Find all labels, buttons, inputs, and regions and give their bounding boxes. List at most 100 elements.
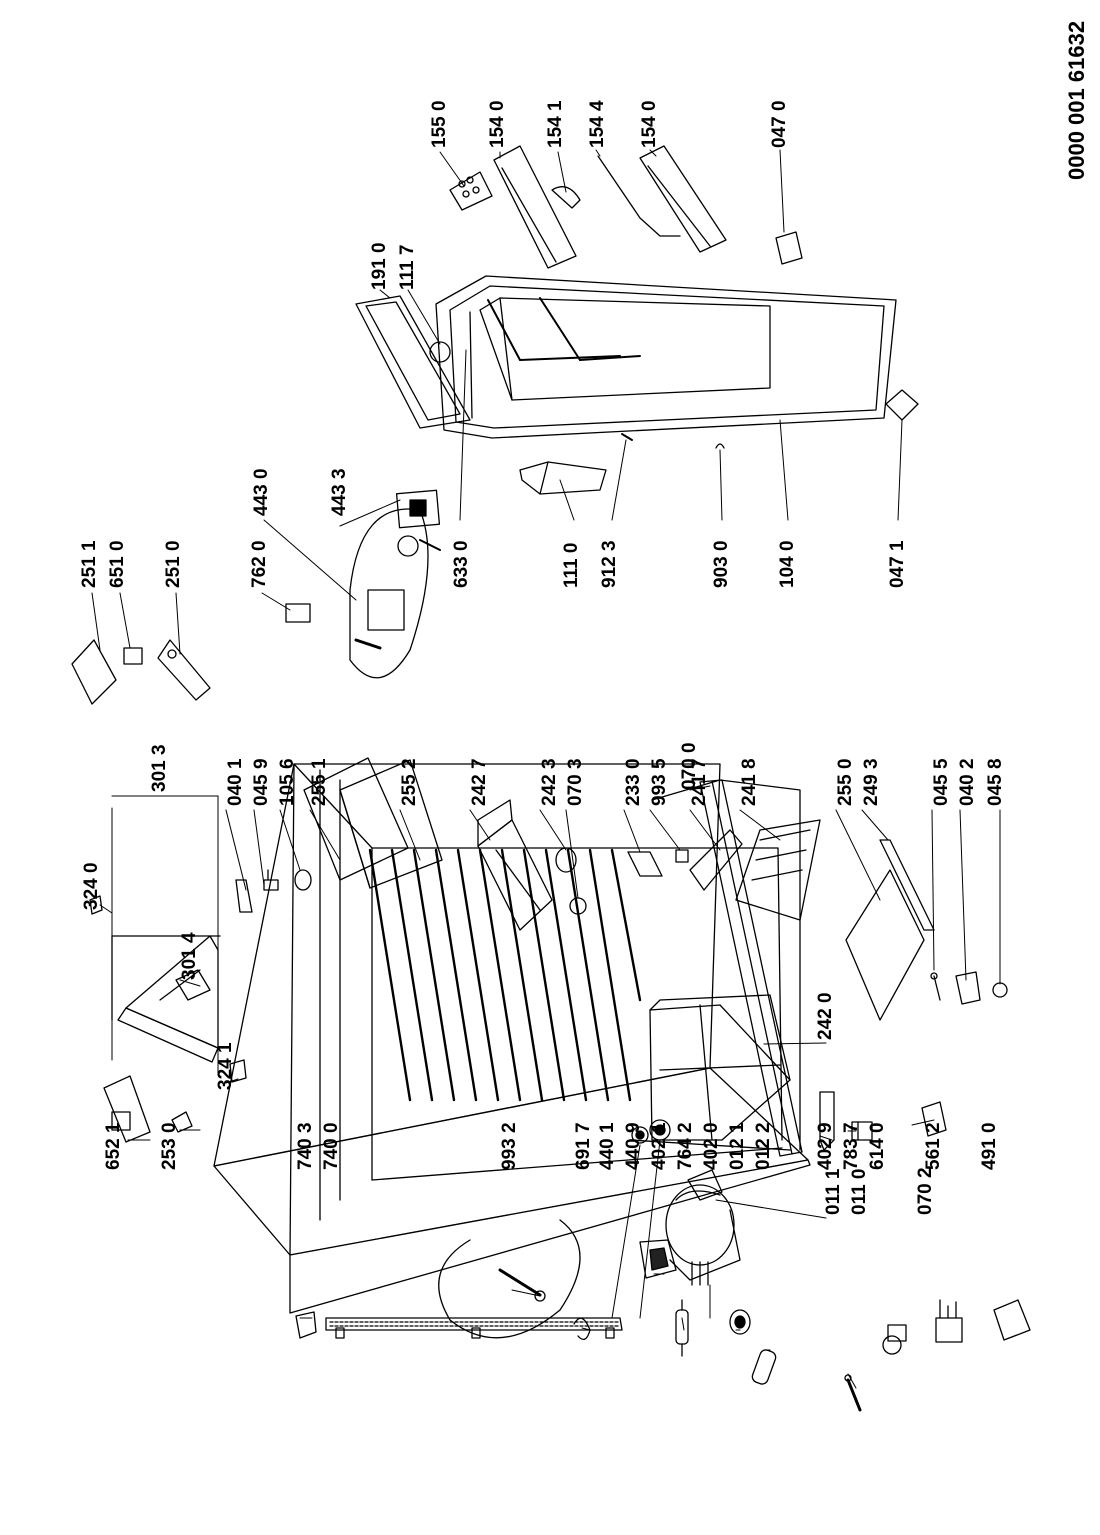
wire-154-4 [597,155,681,237]
part-label-241-7: 241 7 [689,758,710,806]
part-443-3 [395,489,441,529]
part-label-154-4: 154 4 [587,100,608,148]
part-label-111-0: 111 0 [561,542,582,588]
part-label-443-3: 443 3 [329,468,350,516]
part-label-154-0-a: 154 0 [487,100,508,148]
thermostat-detail-993-2 [438,1219,581,1339]
evaporator-rails [368,848,642,1102]
part-label-324-1: 324 1 [215,1042,236,1090]
cover-491-0 [993,1299,1031,1341]
part-label-040-1: 040 1 [225,758,246,806]
part-label-993-2: 993 2 [499,1122,520,1170]
part-label-242-3: 242 3 [539,758,560,806]
part-label-255-2: 255 2 [399,758,420,806]
part-label-105-6: 105 6 [277,758,298,806]
part-label-251-0: 251 0 [163,540,184,588]
part-label-740-3: 740 3 [295,1122,316,1170]
part-label-191-0: 191 0 [369,242,390,290]
clip-324-0 [89,895,103,915]
pin-253-0 [171,1111,193,1133]
frame-070-0 [699,779,803,1157]
door-104-0 [435,275,897,439]
part-label-011-1: 011 1 [823,1168,844,1216]
cover-251-1 [71,639,117,705]
emblem-111-7 [429,341,451,363]
part-label-691-7: 691 7 [573,1122,594,1170]
crisper-drawer-242-0 [629,994,791,1151]
part-label-324-0: 324 0 [81,862,102,910]
capillary-783-7 [844,1374,862,1412]
part-label-301-3: 301 3 [149,744,170,792]
part-label-993-5: 993 5 [649,758,670,806]
diffuser-251-0 [157,639,211,701]
top-trim-301-3 [111,935,221,1063]
condenser-740-0 [325,1317,623,1339]
part-label-045-5: 045 5 [931,758,952,806]
door-shelf-154-0-b [639,145,727,253]
accessory-group-443-0 [349,508,441,679]
part-label-764-2: 764 2 [675,1122,696,1170]
cover-070-2 [921,1101,947,1137]
part-label-783-7: 783 7 [841,1122,862,1170]
bushing-105-6 [294,869,312,891]
part-label-070-3: 070 3 [565,758,586,806]
part-label-402-9: 402 9 [815,1122,836,1170]
part-label-253-0: 253 0 [159,1122,180,1170]
part-label-402-0: 402 0 [701,1122,722,1170]
part-label-740-0: 740 0 [321,1122,342,1170]
glass-255-0 [845,869,925,1021]
door-shelf-154-0-a [493,145,577,269]
screw-045-8 [992,982,1008,998]
part-label-045-9: 045 9 [251,758,272,806]
part-label-233-0: 233 0 [623,758,644,806]
bushing-045-9 [263,869,279,891]
door-shelf-lines [487,297,641,361]
screw-045-5 [930,972,941,1001]
part-label-070-2: 070 2 [915,1167,936,1215]
drawer-242-7 [477,799,553,931]
part-label-255-0: 255 0 [835,758,856,806]
part-label-633-0: 633 0 [451,540,472,588]
hinge-011-1 [819,1091,835,1151]
part-label-652-1: 652 1 [103,1122,124,1170]
drier-764-2 [675,1299,689,1357]
part-label-104-0: 104 0 [777,540,798,588]
strip-249-3 [879,839,935,931]
part-label-301-4: 301 4 [179,932,200,980]
part-label-249-3: 249 3 [861,758,882,806]
bin-241-8 [735,819,821,921]
part-label-011-0: 011 0 [849,1168,870,1216]
top-hinge-652-1 [103,1075,151,1143]
part-label-155-0: 155 0 [429,100,450,148]
knob-242-3 [555,847,577,873]
cap-740-3 [295,1311,317,1339]
cabinet-body [213,763,811,1314]
bin-241-7 [689,829,743,891]
part-label-491-0: 491 0 [979,1122,1000,1170]
part-label-255-1: 255 1 [309,758,330,806]
part-label-903-0: 903 0 [711,540,732,588]
light-993-5 [675,849,689,863]
part-label-651-0: 651 0 [107,540,128,588]
egg-tray-155-0 [449,171,493,211]
divider-154-1 [551,186,581,209]
part-label-440-9: 440 9 [623,1122,644,1170]
document-number: 0000 001 61632 [1064,20,1089,180]
relay-cover-402-9 [687,1169,723,1201]
part-label-012-1: 012 1 [727,1122,748,1170]
motor-614-0 [882,1324,907,1355]
part-label-440-1: 440 1 [597,1122,618,1170]
part-label-402-1: 402 1 [649,1122,670,1170]
part-label-251-1: 251 1 [79,540,100,588]
handle-111-0 [519,461,607,495]
leader-lines [91,149,1001,1389]
glass-shelf-255-2 [339,759,443,889]
clip-324-1 [229,1059,247,1083]
part-label-047-1: 047 1 [887,540,908,588]
part-label-614-0: 614 0 [867,1122,888,1170]
part-label-912-3: 912 3 [599,540,620,588]
part-label-443-0: 443 0 [251,468,272,516]
foot-012-2 [751,1349,777,1385]
trim-part-301-4 [175,969,211,1001]
timer-561-2 [935,1299,963,1343]
